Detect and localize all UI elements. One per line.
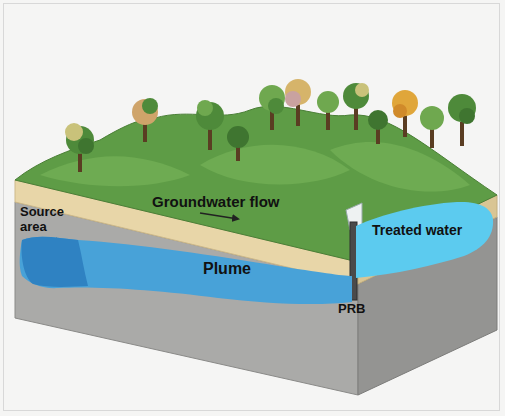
zone-outline	[352, 196, 497, 282]
flow-label: Groundwater flow	[152, 193, 280, 210]
hill	[200, 145, 350, 185]
barrier-label: PRB	[338, 302, 365, 317]
zone-fill	[20, 237, 352, 304]
water-zone: Plume	[18, 226, 358, 311]
hill	[40, 156, 190, 186]
hill	[330, 142, 470, 192]
water-zone: Treated water	[352, 196, 497, 282]
zone-fill	[356, 202, 493, 278]
flow-arrow	[200, 213, 238, 219]
zone-label: Treated water	[372, 222, 462, 238]
trees	[65, 79, 476, 172]
zone-outline	[18, 226, 358, 311]
zone-fill	[21, 237, 88, 287]
zone-label: Plume	[203, 260, 251, 278]
source-label: Source area	[20, 205, 72, 235]
